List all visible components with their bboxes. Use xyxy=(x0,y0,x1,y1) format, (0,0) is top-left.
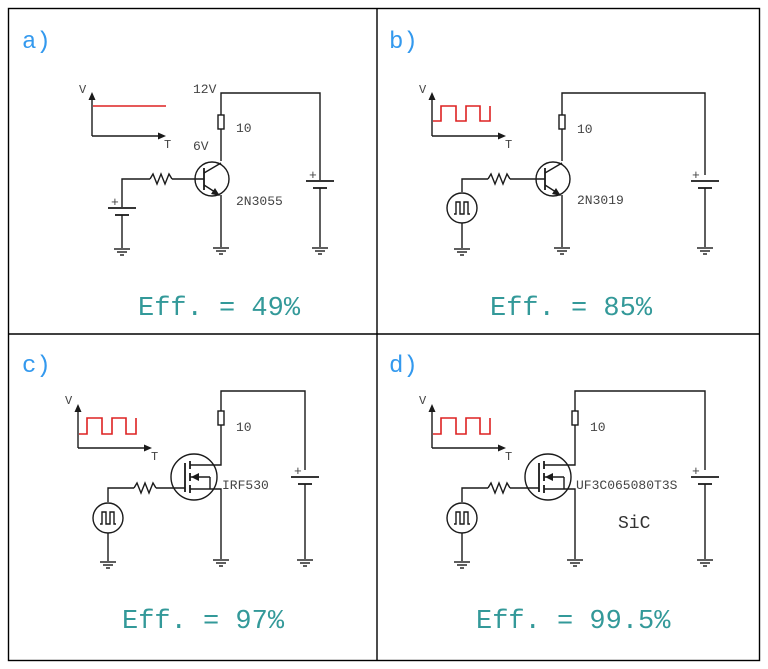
panel-a-load-resistor xyxy=(217,114,225,130)
ground-icon xyxy=(697,559,713,567)
panel-b-axis-v: V xyxy=(419,83,427,97)
panel-d-efficiency: Eff. = 99.5% xyxy=(476,607,671,637)
ground-icon xyxy=(697,247,713,255)
panel-b-waveform-square xyxy=(433,105,491,122)
panel-d-axis-t: T xyxy=(505,450,512,464)
panel-d-input-graph: V T xyxy=(419,394,512,464)
panel-c-axis-t: T xyxy=(151,450,158,464)
panel-d-load-resistor xyxy=(571,410,579,426)
panel-a-axis-v: V xyxy=(79,83,87,97)
panel-d-device-label: UF3C065080T3S xyxy=(576,478,678,493)
panel-d-pulse-source-icon xyxy=(446,502,478,534)
panel-b-load-resistor xyxy=(558,114,566,130)
panel-b-axis-t: T xyxy=(505,138,512,152)
panel-a-resistor-label: 10 xyxy=(236,121,252,136)
panel-c-device-label: IRF530 xyxy=(222,478,269,493)
ground-icon xyxy=(567,559,583,567)
arrow-up-icon xyxy=(74,404,82,412)
panel-b-pulse-source-icon xyxy=(446,192,478,224)
panel-c-label: c) xyxy=(22,353,51,380)
panel-c-supply-plus: + xyxy=(294,464,302,479)
panel-d-material-label: SiC xyxy=(618,514,651,534)
ground-icon xyxy=(213,559,229,567)
panel-b-efficiency: Eff. = 85% xyxy=(490,294,653,324)
panel-d: d) V T 10 UF3C065080T3S SiC xyxy=(389,353,719,637)
emitter-arrow-icon xyxy=(211,188,220,196)
gate-arrow-icon xyxy=(191,473,199,481)
panel-c-pulse-source-icon xyxy=(92,502,124,534)
panel-b-label: b) xyxy=(389,29,418,56)
panel-a-label: a) xyxy=(22,29,51,56)
panel-c: c) V T 10 IRF530 xyxy=(22,353,319,637)
panel-d-axis-v: V xyxy=(419,394,427,408)
panel-a-supply-label: 12V xyxy=(193,82,217,97)
arrow-right-icon xyxy=(498,132,506,140)
ground-icon xyxy=(100,561,116,569)
panel-b-device-label: 2N3019 xyxy=(577,193,624,208)
panel-a: a) V T 12V 10 6V 2N3055 xyxy=(22,29,334,324)
gate-arrow-icon xyxy=(545,473,553,481)
emitter-arrow-icon xyxy=(552,188,561,196)
panel-c-waveform-square xyxy=(79,417,137,435)
ground-icon xyxy=(114,248,130,256)
panel-c-load-resistor xyxy=(217,410,225,426)
ground-icon xyxy=(454,561,470,569)
panel-a-device-label: 2N3055 xyxy=(236,194,283,209)
panel-b-resistor-label: 10 xyxy=(577,122,593,137)
panel-a-battery-plus: + xyxy=(111,195,119,210)
panel-b: b) V T 10 2N3019 xyxy=(389,29,719,324)
ground-icon xyxy=(213,247,229,255)
panel-d-transistor-mosfet xyxy=(524,453,576,501)
panel-c-resistor-label: 10 xyxy=(236,420,252,435)
arrow-up-icon xyxy=(428,92,436,100)
ground-icon xyxy=(454,248,470,256)
panel-c-axis-v: V xyxy=(65,394,73,408)
panel-a-efficiency: Eff. = 49% xyxy=(138,294,301,324)
panel-d-waveform-square xyxy=(433,417,491,435)
panel-a-base-resistor xyxy=(149,172,173,186)
arrow-up-icon xyxy=(428,404,436,412)
panel-d-supply-plus: + xyxy=(692,464,700,479)
panel-b-base-resistor xyxy=(487,172,511,186)
panel-c-transistor-mosfet xyxy=(170,453,222,501)
panel-b-supply-plus: + xyxy=(692,168,700,183)
panel-c-gate-resistor xyxy=(133,481,157,495)
panel-a-input-graph: V T xyxy=(79,83,171,152)
arrow-right-icon xyxy=(498,444,506,452)
arrow-right-icon xyxy=(144,444,152,452)
panel-c-efficiency: Eff. = 97% xyxy=(122,607,285,637)
arrow-up-icon xyxy=(88,92,96,100)
ground-icon xyxy=(312,247,328,255)
panel-d-gate-resistor xyxy=(487,481,511,495)
panel-c-input-graph: V T xyxy=(65,394,158,464)
panel-a-supply-plus: + xyxy=(309,168,317,183)
arrow-right-icon xyxy=(158,132,166,140)
panel-d-label: d) xyxy=(389,353,418,380)
ground-icon xyxy=(554,247,570,255)
panel-a-axis-t: T xyxy=(164,138,171,152)
ground-icon xyxy=(297,559,313,567)
panel-d-resistor-label: 10 xyxy=(590,420,606,435)
panel-b-input-graph: V T xyxy=(419,83,512,152)
panel-a-base-voltage: 6V xyxy=(193,139,209,154)
